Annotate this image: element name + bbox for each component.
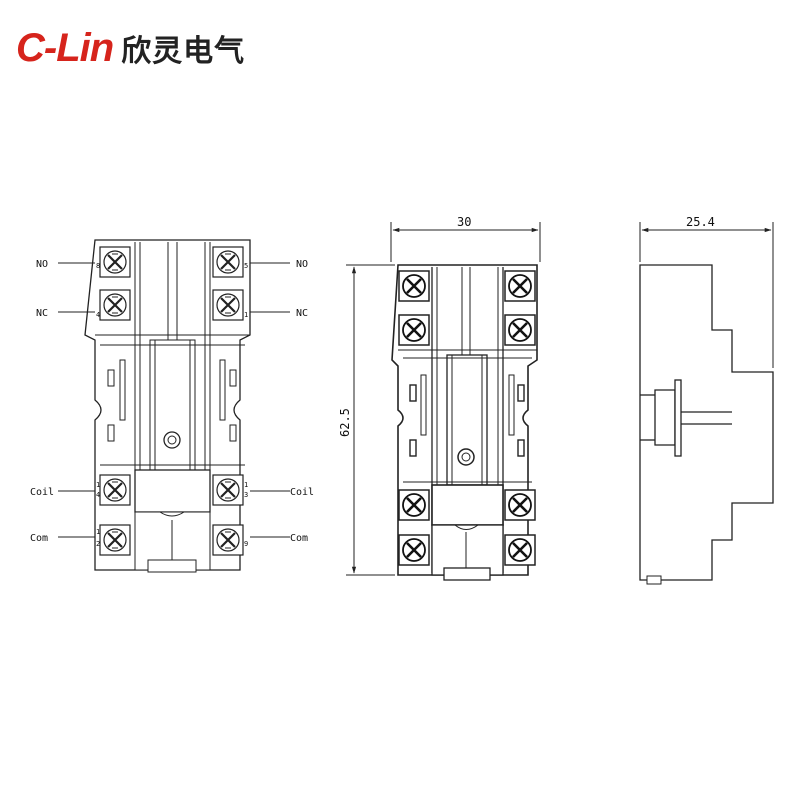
brand-name: 欣灵电气 <box>121 34 246 69</box>
terminal-number: 1 <box>96 481 100 489</box>
terminal-number: 3 <box>244 491 248 499</box>
brand-logo: C-Lin <box>16 26 114 70</box>
terminal-number: 9 <box>244 540 248 548</box>
front-view <box>58 239 290 573</box>
terminal-screw-icon <box>503 313 537 347</box>
terminal-screw-icon <box>98 523 132 557</box>
terminal-number: 8 <box>96 262 100 270</box>
terminal-screw-icon <box>503 533 537 567</box>
label-no-right: NO <box>296 259 308 270</box>
terminal-number: 1 <box>244 311 248 319</box>
terminal-screw-icon <box>211 288 245 322</box>
label-com-left: Com <box>30 533 48 544</box>
terminal-number: 2 <box>96 540 100 548</box>
terminal-screw-icon <box>98 245 132 279</box>
terminal-screw-icon <box>397 488 431 522</box>
terminal-number: 1 <box>96 528 100 536</box>
dimension-width: 30 <box>457 215 471 229</box>
label-com-right: Com <box>290 533 308 544</box>
dimension-height: 62.5 <box>338 408 352 437</box>
label-coil-left: Coil <box>30 487 54 498</box>
label-nc-left: NC <box>36 308 48 319</box>
terminal-screw-icon <box>397 533 431 567</box>
terminal-number: 4 <box>96 311 100 319</box>
terminal-screw-icon <box>211 473 245 507</box>
terminal-number: 1 <box>244 481 248 489</box>
terminal-screw-icon <box>98 473 132 507</box>
dimension-depth: 25.4 <box>686 215 715 229</box>
terminal-screw-icon <box>211 523 245 557</box>
terminal-number: 4 <box>96 491 100 499</box>
label-no-left: NO <box>36 259 48 270</box>
side-view <box>639 222 774 585</box>
label-nc-right: NC <box>296 308 308 319</box>
terminal-screw-icon <box>397 269 431 303</box>
terminal-screw-icon <box>503 269 537 303</box>
terminal-number: 5 <box>244 262 248 270</box>
terminal-screw-icon <box>98 288 132 322</box>
terminal-screw-icon <box>397 313 431 347</box>
label-coil-right: Coil <box>290 487 314 498</box>
brand-header: C-Lin 欣灵电气 <box>16 26 245 71</box>
terminal-screw-icon <box>503 488 537 522</box>
terminal-screw-icon <box>211 245 245 279</box>
dimensioned-front-view <box>346 222 541 581</box>
